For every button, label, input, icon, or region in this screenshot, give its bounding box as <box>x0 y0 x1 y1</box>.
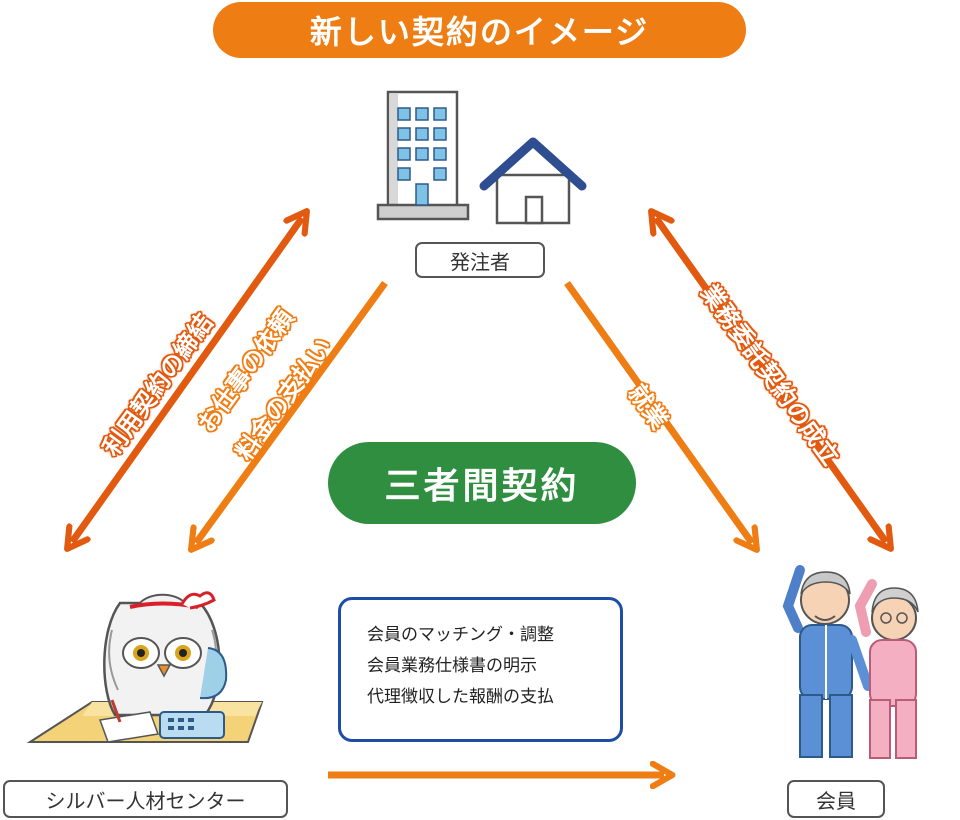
members-icon <box>782 565 919 759</box>
owl-mascot-icon <box>26 591 264 743</box>
house-icon <box>479 137 587 225</box>
client-label: 発注者 <box>415 242 545 278</box>
office-building-icon <box>376 90 470 221</box>
three-party-contract-text: 三者間契約 <box>384 466 580 507</box>
center-duties-box: 会員のマッチング・調整 会員業務仕様書の明示 代理徴収した報酬の支払 <box>338 597 623 742</box>
silver-center-label-text: シルバー人材センター <box>45 788 246 813</box>
job-request-arrow <box>196 280 388 543</box>
outsourcing-contract-arrow <box>656 218 886 542</box>
title-text: 新しい契約のイメージ <box>309 13 650 51</box>
duty-line: 代理徴収した報酬の支払 <box>367 687 554 707</box>
duty-line: 会員業務仕様書の明示 <box>367 656 537 676</box>
member-label-text: 会員 <box>816 788 856 813</box>
usage-contract-arrow <box>72 218 302 542</box>
three-party-contract-badge: 三者間契約 <box>328 442 636 524</box>
duty-line: 会員のマッチング・調整 <box>367 625 554 645</box>
member-label: 会員 <box>787 780 885 818</box>
title-banner: 新しい契約のイメージ <box>213 2 746 58</box>
silver-center-label: シルバー人材センター <box>3 780 288 818</box>
client-label-text: 発注者 <box>450 249 510 274</box>
